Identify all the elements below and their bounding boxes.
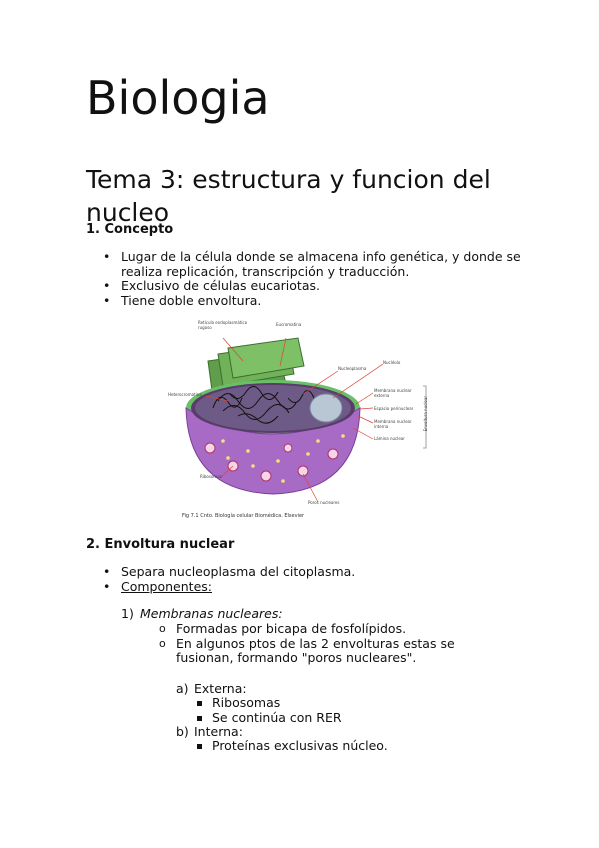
item-1-label: 1) — [121, 606, 134, 621]
item-a-text: Externa: — [194, 681, 247, 696]
page-title: Biologia — [86, 71, 270, 125]
label-reticulo: Retículo endoplasmático rugoso — [198, 320, 248, 330]
label-ribosomas: Ribosomas — [200, 474, 222, 479]
hemisphere-shape — [185, 407, 361, 495]
chromatin-shape — [212, 386, 315, 424]
concepto-list: Lugar de la célula donde se almacena inf… — [103, 249, 521, 309]
label-poros: Poros nucleares — [308, 500, 340, 505]
item-a-label: a) — [176, 681, 189, 696]
list-item: Tiene doble envoltura. — [103, 293, 521, 309]
list-item: Se continúa con RER — [197, 710, 512, 726]
label-lamina: Lámina nuclear — [374, 436, 405, 441]
list-item: Separa nucleoplasma del citoplasma. — [103, 564, 521, 580]
nucleus-figure: Retículo endoplasmático rugoso Eucromati… — [168, 316, 433, 526]
label-envoltura: Envoltura nuclear — [423, 396, 428, 432]
label-membrana-interna: Membrana nuclear interna — [374, 419, 412, 429]
envoltura-list: Separa nucleoplasma del citoplasma. Comp… — [103, 564, 521, 595]
list-item: Ribosomas — [197, 695, 512, 711]
list-item: Exclusivo de células eucariotas. — [103, 278, 521, 294]
externa-list: Ribosomas Se continúa con RER — [197, 695, 512, 726]
item-b-text: Interna: — [194, 724, 243, 739]
label-heterocromatina: Heterocromatina — [168, 392, 202, 397]
label-nucleolo: Nucléolo — [383, 360, 401, 365]
ribosome-dots — [221, 434, 345, 483]
membranas-list: Formadas por bicapa de fosfolípidos. En … — [159, 621, 516, 666]
list-item: Proteínas exclusivas núcleo. — [197, 738, 512, 754]
list-item: En algunos ptos de las 2 envolturas esta… — [159, 636, 516, 666]
nucleolus-shape — [309, 393, 343, 423]
label-eucromatina: Eucromatina — [276, 322, 302, 327]
item-1-text: Membranas nucleares: — [140, 606, 283, 621]
figure-caption: Fig 7.1 Cnto. Biología celular Biomédica… — [182, 513, 305, 519]
interna-list: Proteínas exclusivas núcleo. — [197, 738, 512, 754]
section-heading-envoltura: 2. Envoltura nuclear — [86, 537, 235, 552]
list-item: Lugar de la célula donde se almacena inf… — [103, 249, 521, 279]
page-subtitle: Tema 3: estructura y funcion del nucleo — [86, 164, 491, 227]
list-item: Formadas por bicapa de fosfolípidos. — [159, 621, 516, 637]
list-item: Componentes: — [103, 579, 521, 595]
label-espacio: Espacio perinuclear — [374, 406, 414, 411]
label-membrana-externa: Membrana nuclear externa — [374, 388, 412, 398]
item-b-label: b) — [176, 724, 189, 739]
label-nucleoplasma: Nucleoplasma — [338, 366, 367, 371]
section-heading-concepto: 1. Concepto — [86, 222, 174, 237]
nucleus-diagram — [185, 337, 427, 503]
